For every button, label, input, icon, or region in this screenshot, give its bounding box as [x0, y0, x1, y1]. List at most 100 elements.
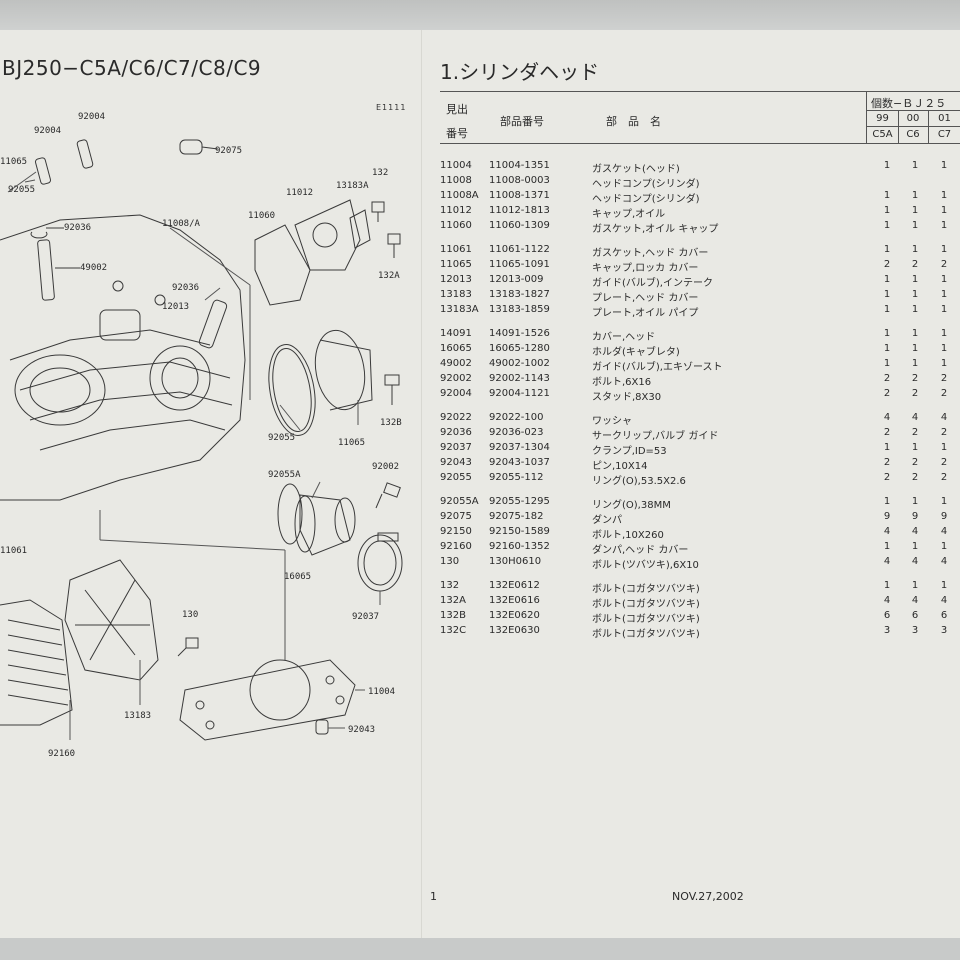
rocker-cover-11065: [314, 329, 373, 411]
label-13183A: 13183A: [336, 181, 369, 191]
part-name-cell: ボルト(コガタツバツキ): [592, 599, 700, 610]
part-name-cell: リング(O),53.5X2.6: [592, 476, 686, 487]
label-92036-left: 92036: [64, 223, 91, 233]
group-spacer: [440, 487, 960, 496]
year-99: 99: [876, 113, 889, 124]
ref-cell: 13183A: [440, 304, 479, 315]
part-name-cell: ボルト,10X260: [592, 530, 664, 541]
part-number-cell: 14091-1526: [489, 328, 550, 339]
group-spacer: [440, 571, 960, 580]
label-12013: 12013: [162, 302, 189, 312]
qty-99-cell: 1: [883, 328, 891, 339]
qty-99-cell: 2: [883, 457, 891, 468]
ref-cell: 11061: [440, 244, 472, 255]
qty-00-cell: 1: [911, 328, 919, 339]
bolt-132: [371, 201, 385, 222]
group-spacer: [440, 403, 960, 412]
gasket-11060: [254, 224, 311, 306]
qty-01-cell: 1: [940, 244, 948, 255]
qty-99-cell: 2: [883, 427, 891, 438]
qty-title: 個数−ＢＪ２５: [871, 97, 947, 110]
table-top-rule: [440, 91, 960, 92]
qty-99-cell: 4: [883, 526, 891, 537]
label-92160: 92160: [48, 749, 75, 759]
label-92037: 92037: [352, 612, 379, 622]
part-number-cell: 132E0616: [489, 595, 540, 606]
part-name-cell: ガイド(バルブ),エキゾースト: [592, 362, 723, 373]
qty-00-cell: 1: [911, 580, 919, 591]
ref-cell: 132C: [440, 625, 467, 636]
part-number-cell: 130H0610: [489, 556, 542, 567]
qty-99-cell: 1: [883, 541, 891, 552]
qty-99-cell: 1: [883, 205, 891, 216]
part-number-cell: 13183-1827: [489, 289, 550, 300]
qty-00-cell: 1: [911, 358, 919, 369]
label-11004: 11004: [368, 687, 395, 697]
qty-99-cell: 1: [883, 244, 891, 255]
head-gasket-11004: [179, 659, 356, 741]
ref-cell: 92160: [440, 541, 472, 552]
part-number-cell: 92055-112: [489, 472, 544, 483]
year-01: 01: [938, 113, 951, 124]
qty-00-cell: 1: [911, 274, 919, 285]
part-name-cell: ガスケット(ヘッド): [592, 164, 680, 175]
label-11065-center: 11065: [338, 438, 365, 448]
ref-cell: 92055A: [440, 496, 479, 507]
part-number-cell: 13183-1859: [489, 304, 550, 315]
qty-01-cell: 1: [940, 358, 948, 369]
qty-01-cell: 3: [940, 625, 948, 636]
head-cover-14091: [0, 599, 73, 726]
label-92004-right: 92004: [78, 112, 105, 122]
part-name-cell: キャップ,オイル: [592, 209, 666, 220]
qty-01-cell: 1: [940, 496, 948, 507]
label-92002: 92002: [372, 462, 399, 472]
ref-cell: 92075: [440, 511, 472, 522]
part-number-cell: 92004-1121: [489, 388, 550, 399]
label-13183: 13183: [124, 711, 151, 721]
ref-cell: 132B: [440, 610, 466, 621]
label-11008A: 11008/A: [162, 219, 201, 229]
bolt-92002: [375, 482, 401, 509]
part-name-cell: ダンパ: [592, 515, 622, 526]
part-number-cell: 132E0630: [489, 625, 540, 636]
valve-guide-49002: [37, 239, 80, 301]
qty-01-cell: 1: [940, 160, 948, 171]
part-name-cell: リング(O),38MM: [592, 500, 671, 511]
bolt-132B: [384, 374, 400, 405]
part-name-cell: サークリップ,バルブ ガイド: [592, 431, 719, 442]
qty-00-cell: 2: [911, 427, 919, 438]
qty-99-cell: 2: [883, 388, 891, 399]
part-number-cell: 92150-1589: [489, 526, 550, 537]
qty-rule-2: [867, 126, 960, 127]
label-92055-top: 92055: [8, 185, 35, 195]
qty-00-cell: 1: [911, 160, 919, 171]
clamp-92037: [357, 532, 403, 592]
qty-01-cell: 2: [940, 427, 948, 438]
part-name-cell: プレート,オイル パイプ: [592, 308, 699, 319]
part-name-cell: ボルト(ツバツキ),6X10: [592, 560, 699, 571]
qty-00-cell: 4: [911, 526, 919, 537]
qty-00-cell: 1: [911, 220, 919, 231]
exploded-parts-diagram: 92004 92004 92075 11065 92055 132 13183A…: [0, 112, 403, 759]
part-number-cell: 92002-1143: [489, 373, 550, 384]
model-title: BJ250−C5A/C6/C7/C8/C9: [2, 56, 262, 80]
part-number-cell: 92036-023: [489, 427, 544, 438]
stud-92004-left: [34, 157, 52, 185]
qty-01-cell: 4: [940, 595, 948, 606]
oil-cap-11012: [294, 199, 361, 271]
part-name-cell: ボルト(コガタツバツキ): [592, 614, 700, 625]
ref-cell: 132: [440, 580, 460, 591]
part-name-cell: スタッド,8X30: [592, 392, 662, 403]
